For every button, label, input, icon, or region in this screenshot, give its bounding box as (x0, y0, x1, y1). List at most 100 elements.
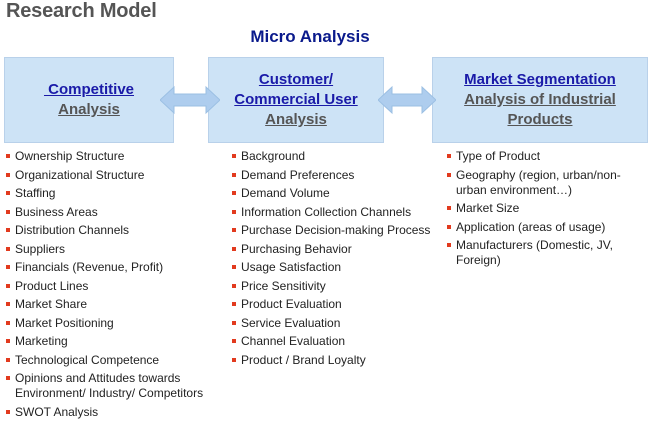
bullet-icon (6, 376, 10, 380)
list-item: Product Evaluation (232, 297, 432, 312)
list-item: Ownership Structure (6, 149, 221, 164)
list-item: Purchasing Behavior (232, 242, 432, 257)
box-subheading-line2: Products (507, 111, 573, 128)
bullet-icon (6, 172, 10, 177)
list-item-text: Usage Satisfaction (241, 260, 342, 274)
list-item-text: Manufacturers (Domestic, JV, Foreign) (456, 238, 613, 267)
competitive-analysis-box: Competitive Analysis (4, 57, 174, 143)
list-item: Purchase Decision-making Process (232, 223, 432, 238)
list-item: Product Lines (6, 279, 221, 294)
list-item: Demand Preferences (232, 168, 432, 183)
list-item-text: Staffing (15, 186, 56, 200)
double-arrow-icon (378, 85, 436, 115)
list-item: Information Collection Channels (232, 205, 432, 220)
list-item: Market Positioning (6, 316, 221, 331)
bullet-icon (232, 246, 236, 251)
list-item: Demand Volume (232, 186, 432, 201)
section-subtitle: Micro Analysis (250, 27, 370, 46)
box-heading: Competitive (43, 81, 134, 98)
list-item: SWOT Analysis (6, 405, 221, 420)
list-item: Service Evaluation (232, 316, 432, 331)
list-item: Product / Brand Loyalty (232, 353, 432, 368)
bullet-icon (6, 246, 10, 251)
bullet-icon (232, 154, 236, 158)
bullet-icon (447, 172, 451, 177)
list-item-text: Marketing (15, 334, 68, 348)
list-item-text: Purchase Decision-making Process (241, 223, 431, 237)
list-item-text: Purchasing Behavior (241, 241, 352, 256)
bullet-icon (6, 283, 10, 288)
list-item-text: Suppliers (15, 241, 66, 256)
list-item: Price Sensitivity (232, 279, 432, 294)
bullet-icon (447, 206, 451, 210)
list-item: Usage Satisfaction (232, 260, 432, 275)
bullet-icon (232, 339, 236, 343)
list-item-text: Technological Competence (15, 352, 160, 367)
list-item-text: Type of Product (456, 149, 541, 163)
list-item-text: Product Lines (15, 278, 89, 293)
bullet-icon (232, 265, 236, 269)
page-title: Research Model (6, 0, 157, 22)
bullet-icon (6, 154, 10, 158)
customer-analysis-box: Customer/ Commercial User Analysis (208, 57, 384, 143)
list-item: Staffing (6, 186, 221, 201)
bullet-icon (6, 409, 10, 414)
list-item: Technological Competence (6, 353, 221, 368)
list-item-text: Application (areas of usage) (456, 219, 606, 234)
list-item-text: Demand Preferences (241, 167, 355, 182)
list-item-text: Ownership Structure (15, 149, 125, 163)
box-subheading: Analysis (265, 111, 327, 128)
list-item-text: Organizational Structure (15, 167, 145, 182)
list-item-text: Product Evaluation (241, 297, 342, 311)
box-subheading: Analysis (58, 101, 120, 118)
list-item: Market Size (447, 201, 627, 216)
market-segmentation-box: Market Segmentation Analysis of Industri… (432, 57, 648, 143)
box-heading-line2: Commercial User (234, 91, 358, 108)
box-heading: Customer/ (258, 71, 334, 88)
list-item-text: Background (241, 149, 306, 163)
bullet-icon (232, 320, 236, 325)
bullet-icon (6, 320, 10, 325)
bullet-icon (447, 154, 451, 158)
bullet-icon (232, 283, 236, 288)
bullet-icon (6, 265, 10, 269)
list-item-text: SWOT Analysis (15, 404, 99, 419)
bullet-icon (6, 302, 10, 306)
list-item: Financials (Revenue, Profit) (6, 260, 221, 275)
bullet-icon (6, 191, 10, 195)
list-item: Geography (region, urban/non-urban envir… (447, 168, 627, 198)
list-item-text: Channel Evaluation (241, 334, 346, 348)
double-arrow-icon (160, 85, 220, 115)
bullet-icon (232, 228, 236, 232)
bullet-icon (6, 209, 10, 214)
bullet-icon (232, 357, 236, 362)
list-item: Manufacturers (Domestic, JV, Foreign) (447, 238, 627, 268)
list-item: Organizational Structure (6, 168, 221, 183)
list-item: Suppliers (6, 242, 221, 257)
list-item-text: Opinions and Attitudes towards Environme… (15, 371, 204, 400)
bullet-icon (447, 243, 451, 247)
list-item: Application (areas of usage) (447, 220, 627, 235)
list-item-text: Market Size (456, 201, 520, 215)
list-item-text: Price Sensitivity (241, 278, 326, 293)
list-item: Business Areas (6, 205, 221, 220)
list-item-text: Market Positioning (15, 315, 114, 330)
bullet-icon (232, 172, 236, 177)
list-item: Type of Product (447, 149, 627, 164)
list-item-text: Market Share (15, 297, 88, 311)
bullet-icon (232, 191, 236, 195)
bullet-icon (232, 302, 236, 306)
bullet-icon (232, 209, 236, 214)
list-item-text: Product / Brand Loyalty (241, 352, 366, 367)
list-item-text: Business Areas (15, 204, 98, 219)
bullet-icon (6, 228, 10, 232)
list-item: Opinions and Attitudes towards Environme… (6, 371, 221, 401)
list-item-text: Geography (region, urban/non-urban envir… (456, 167, 621, 197)
list-item-text: Financials (Revenue, Profit) (15, 260, 164, 274)
list-item-text: Demand Volume (241, 186, 330, 200)
list-item: Distribution Channels (6, 223, 221, 238)
bullet-icon (447, 224, 451, 229)
